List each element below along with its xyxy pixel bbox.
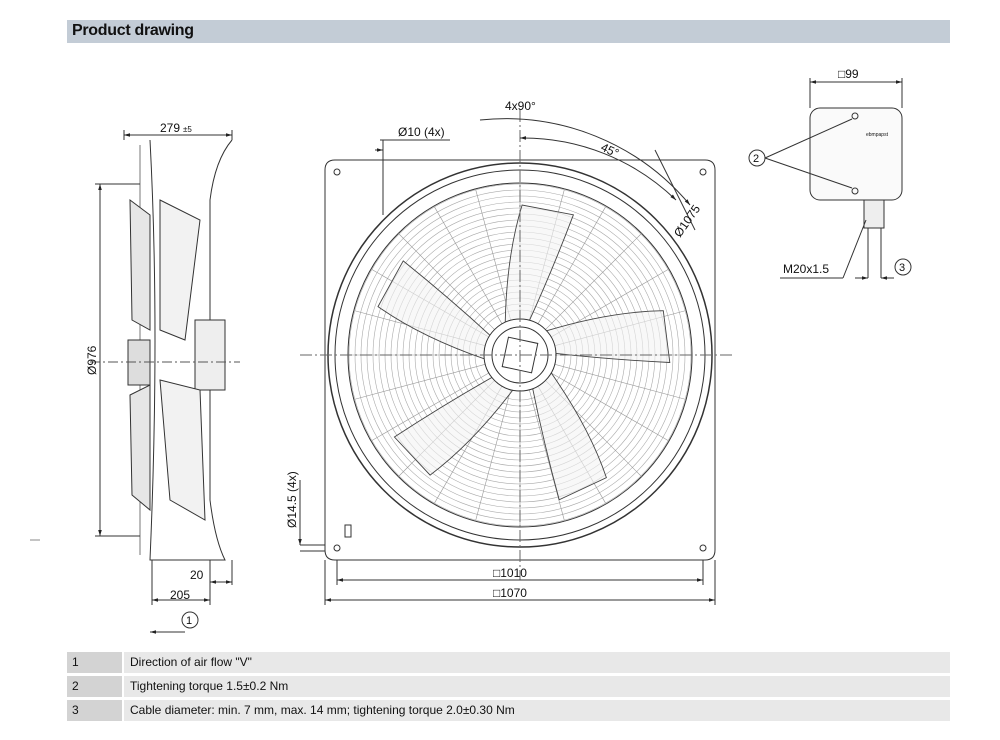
- dim-depth: 279: [160, 121, 180, 135]
- terminal-box: [748, 78, 912, 280]
- callout-2: 2: [753, 153, 759, 165]
- fan-blade: [532, 371, 607, 501]
- side-view: [30, 130, 240, 634]
- dim-hole-d14-5: Ø14.5 (4x): [285, 471, 299, 528]
- legend-text: Cable diameter: min. 7 mm, max. 14 mm; t…: [124, 700, 950, 721]
- fan-blade: [377, 260, 492, 360]
- grille-spoke: [554, 364, 687, 400]
- dim-diameter-1075: Ø1075: [671, 202, 703, 240]
- legend-number: 2: [67, 676, 122, 697]
- legend-number: 3: [67, 700, 122, 721]
- dim-angle-45: 45°: [599, 140, 622, 160]
- dim-angle-4x90: 4x90°: [505, 99, 536, 113]
- gland-size: M20x1.5: [783, 262, 829, 276]
- grille-spoke: [551, 372, 670, 442]
- dim-square-1010: □1010: [493, 566, 527, 580]
- dim-205: 205: [170, 588, 190, 602]
- grille-spoke: [545, 233, 642, 330]
- grille-spoke: [475, 188, 511, 321]
- dim-diameter-976: Ø976: [85, 345, 99, 375]
- front-view: [298, 110, 735, 605]
- grille-spoke: [398, 233, 495, 330]
- dim-square-99: □99: [838, 67, 859, 81]
- grille-spoke: [537, 205, 607, 324]
- section-header: Product drawing: [67, 20, 950, 43]
- callout-1: 1: [186, 615, 192, 627]
- dim-20: 20: [190, 568, 204, 582]
- brand-logo: ebmpapst: [866, 132, 889, 138]
- product-drawing: 279 ±5 Ø976 20 205 1 4x90° 45° Ø10 (4x) …: [30, 67, 912, 634]
- legend-number: 1: [67, 652, 122, 673]
- dim-depth-tolerance: ±5: [183, 125, 192, 134]
- grille-spoke: [433, 205, 503, 324]
- grille-spoke: [370, 372, 489, 442]
- fan-blade: [393, 376, 514, 476]
- dim-hole-d10: Ø10 (4x): [398, 125, 445, 139]
- section-title: Product drawing: [72, 22, 194, 39]
- legend-text: Direction of air flow "V": [124, 652, 950, 673]
- legend-text: Tightening torque 1.5±0.2 Nm: [124, 676, 950, 697]
- dim-square-1070: □1070: [493, 586, 527, 600]
- callout-3: 3: [899, 262, 905, 274]
- grille-spoke: [353, 364, 486, 400]
- fan-blade: [544, 310, 671, 363]
- fan-blade: [504, 204, 575, 324]
- grille-spoke: [475, 389, 511, 522]
